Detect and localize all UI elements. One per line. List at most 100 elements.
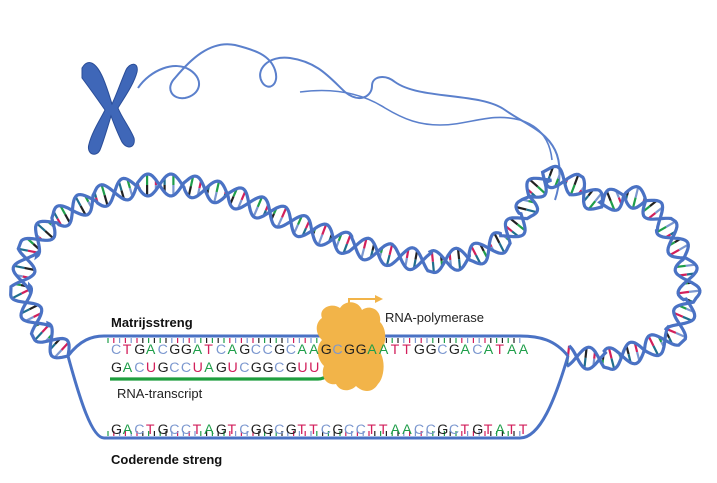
helix-backbone-b (11, 172, 702, 371)
nucleotide-letter: G (437, 422, 448, 438)
coding-backbone (66, 355, 570, 440)
nucleotide-letter: G (216, 422, 227, 438)
nucleotide-letter: G (263, 422, 274, 438)
nucleotide-letter: C (239, 422, 249, 438)
nucleotide-letter: G (169, 342, 180, 358)
nucleotide-letter: T (484, 422, 493, 438)
nucleotide-letter: C (169, 422, 179, 438)
nucleotide-letter: G (449, 342, 460, 358)
nucleotide-letter: C (134, 360, 144, 376)
base-pair-rung (688, 289, 701, 293)
base-pair-rung (317, 234, 324, 246)
nucleotide-letter: T (367, 422, 376, 438)
nucleotide-letter: U (228, 360, 238, 376)
base-pair-rung (213, 191, 218, 203)
nucleotide-letter: G (414, 342, 425, 358)
nucleotide-letter: G (216, 360, 227, 376)
base-pair-rung (665, 220, 677, 228)
chromosome-icon (81, 62, 138, 155)
nucleotide-letter: A (193, 342, 203, 358)
nucleotide-letter: U (309, 360, 319, 376)
nucleotide-letter: T (379, 422, 388, 438)
nucleotide-letter: C (181, 360, 191, 376)
nucleotide-letter: C (239, 360, 249, 376)
nucleotide-letter: T (507, 422, 516, 438)
base-pair-rung (103, 194, 109, 207)
nucleotide-letter: U (193, 360, 203, 376)
dna-helix (9, 164, 702, 372)
chromatin-thread (137, 43, 561, 201)
base-pair-rung (385, 254, 391, 266)
nucleotide-letter: G (332, 422, 343, 438)
base-pair-rung (493, 232, 501, 244)
nucleotide-letter: A (367, 342, 377, 358)
nucleotide-letter: T (204, 342, 213, 358)
base-pair-rung (607, 347, 613, 359)
nucleotide-letter: C (356, 422, 366, 438)
nucleotide-letter: A (461, 342, 471, 358)
nucleotide-letter: C (321, 422, 331, 438)
nucleotide-letter: A (402, 422, 412, 438)
nucleotide-letter: U (297, 360, 307, 376)
base-pair-rung (100, 184, 106, 196)
nucleotide-letter: A (123, 360, 133, 376)
rna-polymerase-label: RNA-polymerase (385, 310, 484, 325)
nucleotide-letter: T (495, 342, 504, 358)
nucleotide-letter: T (123, 342, 132, 358)
nucleotide-letter: A (123, 422, 133, 438)
nucleotide-letter: G (158, 422, 169, 438)
nucleotide-letter: G (111, 422, 122, 438)
rna-polymerase-shape (316, 302, 386, 391)
nucleotide-letter: G (472, 422, 483, 438)
base-pair-rung (431, 261, 435, 273)
nucleotide-letter: T (461, 422, 470, 438)
nucleotide-letter: A (484, 342, 494, 358)
nucleotide-letter: A (146, 342, 156, 358)
nucleotide-letter: C (426, 422, 436, 438)
nucleotide-letter: G (344, 342, 355, 358)
base-pair-rung (36, 222, 46, 232)
coding-ticks (107, 431, 521, 436)
nucleotide-letter: G (274, 342, 285, 358)
nucleotide-letter: G (426, 342, 437, 358)
nucleotide-letter: T (309, 422, 318, 438)
template-backbone (66, 334, 570, 357)
nucleotide-letter: C (332, 342, 342, 358)
nucleotide-letter: A (507, 342, 517, 358)
base-pair-rung (631, 197, 637, 209)
nucleotide-letter: G (263, 360, 274, 376)
nucleotide-letter: A (519, 342, 529, 358)
nucleotide-letter: T (193, 422, 202, 438)
nucleotide-letter: C (286, 342, 296, 358)
nucleotide-letter: T (146, 422, 155, 438)
nucleotide-letter: A (309, 342, 319, 358)
nucleotide-letter: G (239, 342, 250, 358)
nucleotide-letter: A (391, 422, 401, 438)
base-pair-rung (610, 358, 616, 370)
nucleotide-letter: G (111, 360, 122, 376)
nucleotide-letter: T (228, 422, 237, 438)
nucleotide-letter: G (181, 342, 192, 358)
base-pair-rung (634, 186, 640, 198)
nucleotide-letter: C (449, 422, 459, 438)
base-pair-rung (252, 206, 259, 218)
nucleotide-letter: C (274, 422, 284, 438)
nucleotide-letter: C (414, 422, 424, 438)
nucleotide-letter: C (169, 360, 179, 376)
nucleotide-letter: T (297, 422, 306, 438)
nucleotide-letter: G (356, 342, 367, 358)
nucleotide-letter: A (204, 360, 214, 376)
nucleotide-letter: C (263, 342, 273, 358)
base-pair-rung (647, 335, 655, 347)
nucleotide-letter: A (204, 422, 214, 438)
helix-backbone-a (9, 164, 699, 372)
nucleotide-letter: A (297, 342, 307, 358)
chromatin-thread-lower (299, 89, 553, 161)
nucleotide-letter: C (251, 342, 261, 358)
nucleotide-letter: C (111, 342, 121, 358)
rna-transcript-label: RNA-transcript (117, 386, 203, 401)
nucleotide-letter: U (146, 360, 156, 376)
